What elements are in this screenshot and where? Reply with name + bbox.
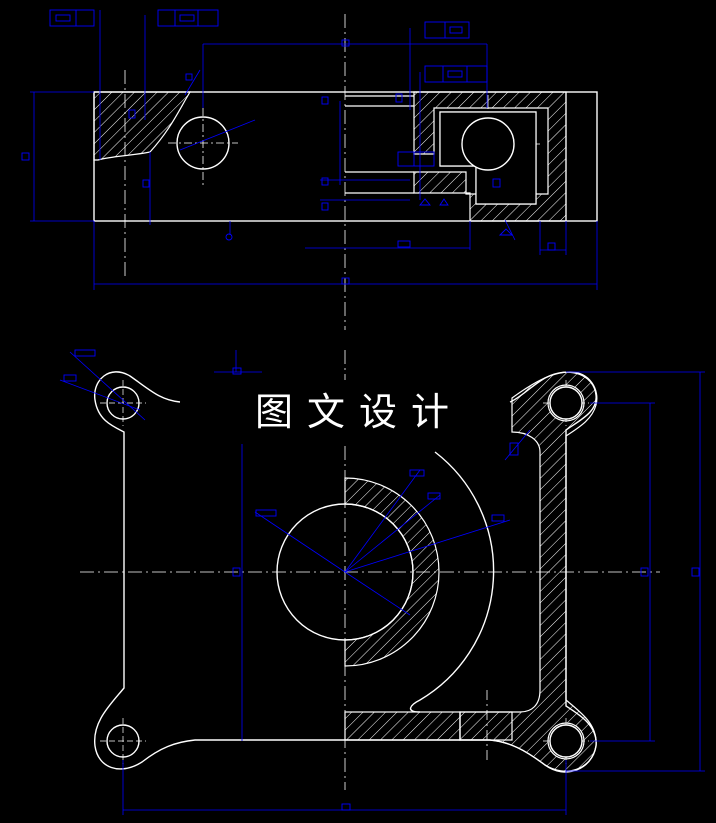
- bottom-right-top-hole: [549, 386, 583, 420]
- top-section-view: [21, 9, 598, 330]
- top-dimensions: [30, 10, 598, 290]
- tolerance-frames: [49, 9, 488, 167]
- bottom-dim-labels: [63, 349, 700, 811]
- bottom-central-bore: [276, 503, 414, 641]
- bottom-plan-view: [59, 349, 705, 815]
- bottom-outer-arc: [409, 451, 495, 713]
- bottom-radial-dimensions: [59, 351, 531, 616]
- bottom-right-bottom-hole: [549, 724, 583, 758]
- bottom-strip-hatch: [344, 711, 461, 741]
- top-dim-labels: [21, 39, 556, 285]
- top-right-bore: [461, 117, 515, 171]
- top-left-hatch: [93, 91, 192, 161]
- bottom-strip-slot: [459, 711, 513, 741]
- watermark-text: 图文设计: [220, 380, 498, 444]
- bottom-right-hatch: [459, 371, 598, 773]
